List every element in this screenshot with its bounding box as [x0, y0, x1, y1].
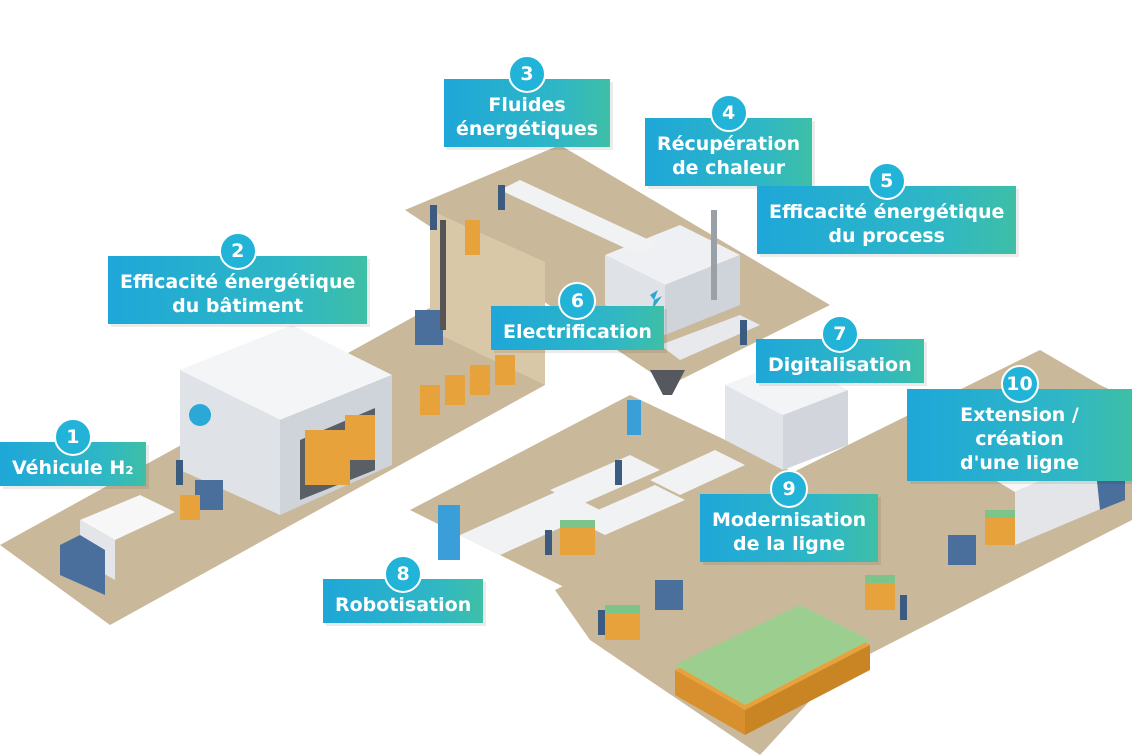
callout-number: 4 [709, 94, 748, 132]
conveyor-icon [500, 180, 660, 255]
callout-number: 7 [820, 315, 859, 353]
callout-line: Electrification [503, 321, 652, 343]
callout-line: Digitalisation [768, 354, 912, 376]
robot-arm-icon [438, 505, 460, 560]
callout-number: 6 [558, 282, 597, 320]
callout-number: 2 [218, 232, 257, 270]
forklift-icon-3 [655, 580, 683, 610]
callout-line: Efficacité énergétique [120, 271, 356, 293]
forklift-icon [415, 310, 443, 345]
callout-efficacite-batiment: 2 Efficacité énergétique du bâtiment [108, 232, 368, 324]
callout-number: 8 [384, 555, 423, 593]
callout-number: 9 [770, 470, 809, 508]
callout-line: du bâtiment [172, 295, 304, 317]
callout-line: du process [828, 225, 945, 247]
callout-line: Efficacité énergétique [769, 201, 1005, 223]
callout-number: 3 [508, 55, 547, 93]
callout-box: Extension / création d'une ligne [907, 389, 1132, 481]
forklift-icon-4 [948, 535, 976, 565]
pallet-icon [560, 510, 1015, 640]
callout-number: 10 [1000, 365, 1039, 403]
callout-box: Fluides énergétiques [444, 79, 611, 147]
funnel-icon [650, 370, 685, 395]
callout-line: Récupération [657, 133, 801, 155]
production-tables [460, 450, 745, 555]
callout-recuperation-chaleur: 4 Récupération de chaleur [645, 94, 813, 186]
lightning-icon [650, 290, 662, 310]
callout-line: d'une ligne [959, 452, 1079, 474]
callout-robotisation: 8 Robotisation [323, 555, 484, 623]
callout-line: Modernisation [712, 509, 867, 531]
callout-digitalisation: 7 Digitalisation [756, 315, 924, 383]
callout-line: de chaleur [672, 157, 786, 179]
callout-line: de la ligne [733, 533, 846, 555]
callout-line: Extension / création [960, 404, 1079, 450]
pallet-grid [675, 605, 870, 735]
truck-icon [60, 495, 175, 595]
callout-number: 5 [867, 162, 906, 200]
callout-line: Véhicule H₂ [12, 457, 134, 479]
callout-line: Robotisation [335, 594, 472, 616]
office-booth [725, 360, 848, 470]
callout-number: 1 [53, 418, 92, 456]
callout-electrification: 6 Electrification [491, 282, 664, 350]
callout-extension-ligne: 10 Extension / création d'une ligne [907, 365, 1132, 481]
callout-vehicule-h2: 1 Véhicule H₂ [0, 418, 146, 486]
callout-line: énergétiques [456, 118, 599, 140]
chimney-icon [711, 210, 717, 300]
box-stack [180, 220, 515, 520]
callout-modernisation: 9 Modernisation de la ligne [700, 470, 879, 562]
callout-efficacite-process: 5 Efficacité énergétique du process [757, 162, 1017, 254]
callout-fluides-energetiques: 3 Fluides énergétiques [444, 55, 611, 147]
snowflake-icon [189, 404, 211, 426]
worker-icon [176, 185, 907, 635]
robot-arm-icon-2 [627, 400, 641, 435]
callout-line: Fluides [488, 94, 566, 116]
